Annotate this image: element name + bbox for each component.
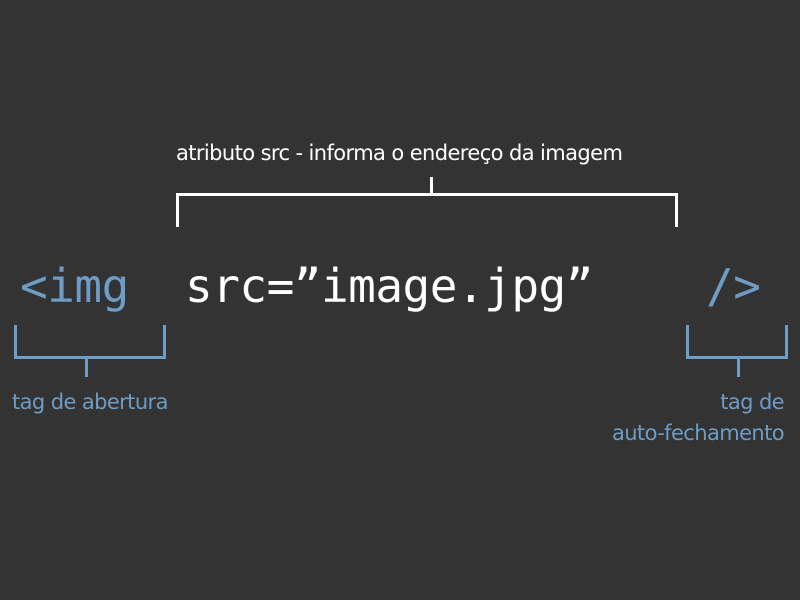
opening-tag-bracket-stem bbox=[85, 358, 88, 377]
src-attribute-label: atributo src - informa o endereço da ima… bbox=[176, 141, 623, 165]
self-closing-label-line2: auto-fechamento bbox=[611, 421, 785, 445]
self-closing-label-line1: tag de bbox=[720, 390, 784, 414]
self-closing-bracket-stem bbox=[737, 358, 740, 377]
opening-tag-bracket bbox=[14, 325, 166, 359]
src-bracket bbox=[176, 193, 678, 227]
img-opening-code: <img bbox=[20, 259, 129, 313]
opening-tag-label: tag de abertura bbox=[12, 390, 168, 414]
src-bracket-stem bbox=[430, 177, 433, 194]
self-closing-bracket bbox=[686, 325, 788, 359]
self-closing-code: /> bbox=[706, 259, 761, 313]
src-attribute-code: src=”image.jpg” bbox=[185, 259, 593, 313]
